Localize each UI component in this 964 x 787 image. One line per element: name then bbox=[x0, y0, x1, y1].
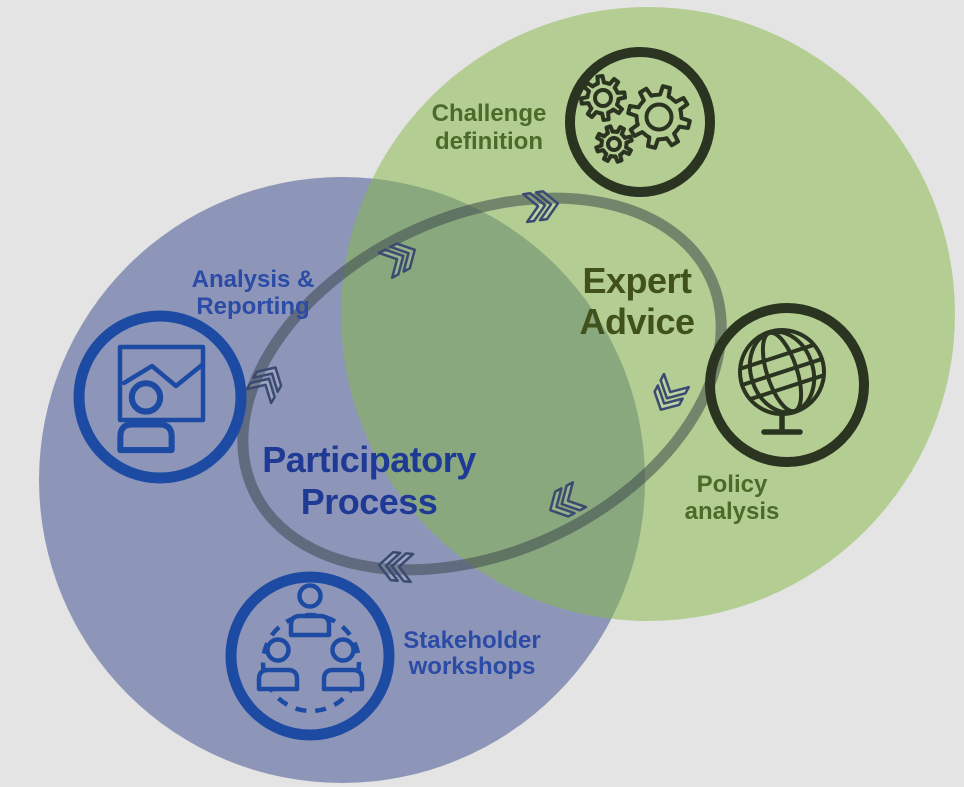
label-line: Process bbox=[301, 481, 438, 522]
label-line: Challenge bbox=[432, 100, 547, 127]
people-workshop-icon bbox=[225, 571, 395, 741]
label-line: Participatory bbox=[262, 439, 476, 480]
label-line: Stakeholder bbox=[403, 627, 540, 654]
label-line: Analysis & bbox=[192, 266, 315, 293]
expert-advice-circle bbox=[341, 7, 955, 621]
globe-icon bbox=[705, 303, 869, 467]
presentation-chart-icon bbox=[73, 310, 247, 484]
label-line: definition bbox=[435, 128, 543, 155]
label-line: Reporting bbox=[196, 293, 309, 320]
analysis-reporting-label: Analysis & Reporting bbox=[192, 266, 315, 320]
participatory-process-label: Participatory Process bbox=[262, 439, 477, 522]
label-line: workshops bbox=[408, 653, 536, 680]
label-line: Expert bbox=[582, 260, 692, 301]
label-line: Advice bbox=[579, 301, 694, 342]
cycle-ring bbox=[237, 192, 727, 576]
expert-advice-label: Expert Advice bbox=[579, 260, 695, 342]
stakeholder-workshops-label: Stakeholder workshops bbox=[403, 627, 540, 680]
label-line: Policy bbox=[697, 471, 768, 498]
label-line: analysis bbox=[685, 498, 780, 525]
policy-analysis-label: Policy analysis bbox=[685, 471, 780, 525]
challenge-definition-label: Challenge definition bbox=[432, 100, 547, 155]
gears-icon bbox=[565, 47, 715, 197]
